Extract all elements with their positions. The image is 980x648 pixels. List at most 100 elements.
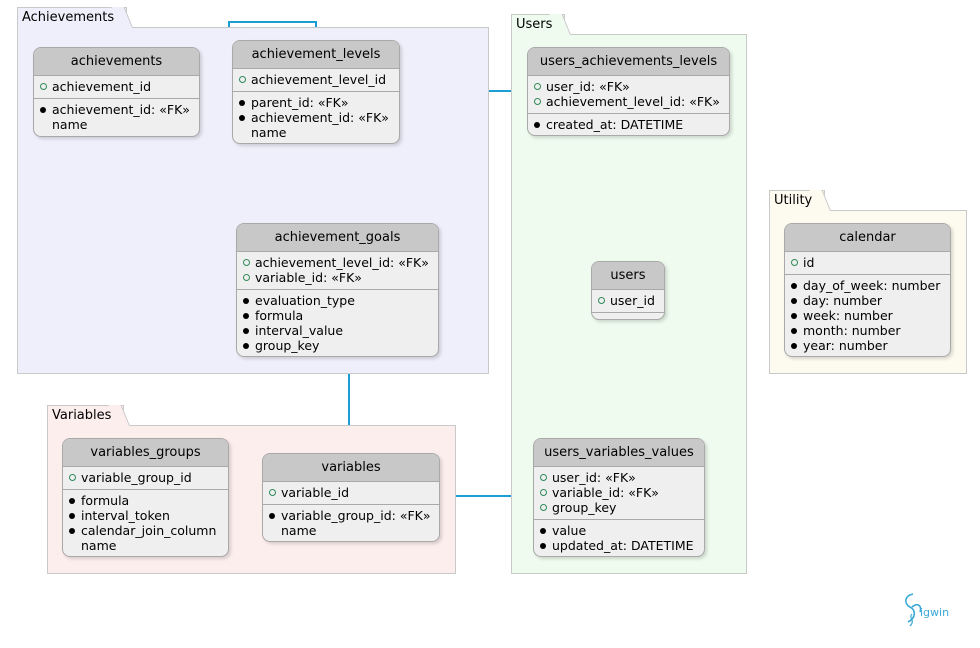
field-text: achievement_id: «FK» — [251, 110, 389, 125]
entity-title: variables_groups — [63, 439, 228, 467]
key-section: variable_group_id — [63, 467, 228, 489]
field-text: id — [803, 255, 815, 270]
attribute-field: created_at: DATETIME — [534, 117, 723, 132]
field-text: day_of_week: number — [803, 278, 941, 293]
key-field: variable_id: «FK» — [540, 485, 698, 500]
field-text: variable_id: «FK» — [255, 270, 362, 285]
key-section: user_id: «FK»achievement_level_id: «FK» — [528, 76, 729, 113]
attribute-field: month: number — [791, 323, 944, 338]
field-text: formula — [255, 308, 304, 323]
key-field: group_key — [540, 500, 698, 515]
key-marker-icon — [40, 83, 52, 90]
key-marker-icon — [540, 474, 552, 481]
key-field: user_id — [598, 293, 658, 308]
required-marker-icon — [243, 312, 255, 319]
field-text: achievement_level_id: «FK» — [255, 255, 429, 270]
field-text: name — [281, 523, 317, 538]
field-text: interval_token — [81, 508, 170, 523]
required-marker-icon — [791, 312, 803, 319]
field-text: variable_group_id: «FK» — [281, 508, 431, 523]
required-marker-icon — [791, 282, 803, 289]
logo-text: igwin — [920, 606, 949, 619]
attribute-field: achievement_id: «FK» — [40, 102, 193, 117]
field-text: month: number — [803, 323, 901, 338]
required-marker-icon — [69, 512, 81, 519]
attribute-field: group_key — [243, 338, 432, 353]
field-text: user_id: «FK» — [546, 79, 630, 94]
required-marker-icon — [791, 327, 803, 334]
attribute-field: achievement_id: «FK» — [239, 110, 393, 125]
attribute-field: evaluation_type — [243, 293, 432, 308]
required-marker-icon — [540, 542, 552, 549]
field-text: variable_group_id — [81, 470, 192, 485]
entity-title: users_variables_values — [534, 439, 704, 467]
attribute-field: name — [269, 523, 433, 538]
attribute-section: parent_id: «FK»achievement_id: «FK»name — [233, 91, 399, 143]
attribute-field: week: number — [791, 308, 944, 323]
field-text: name — [251, 125, 287, 140]
field-text: variable_id — [281, 485, 350, 500]
entity-title: achievement_goals — [237, 224, 438, 252]
package-label: Achievements — [17, 7, 128, 28]
key-marker-icon — [239, 76, 251, 83]
field-text: user_id: «FK» — [552, 470, 636, 485]
sigwin-logo: igwin — [905, 593, 949, 627]
field-text: variable_id: «FK» — [552, 485, 659, 500]
key-section: achievement_level_id: «FK»variable_id: «… — [237, 252, 438, 289]
entity-title: calendar — [785, 224, 950, 252]
field-text: updated_at: DATETIME — [552, 538, 694, 553]
entity-title: variables — [263, 454, 439, 482]
entity-achievements[interactable]: achievements achievement_id achievement_id… — [33, 47, 200, 137]
attribute-field: parent_id: «FK» — [239, 95, 393, 110]
required-marker-icon — [69, 497, 81, 504]
key-marker-icon — [540, 504, 552, 511]
key-field: variable_id: «FK» — [243, 270, 432, 285]
key-marker-icon — [791, 259, 803, 266]
key-section: id — [785, 252, 950, 274]
key-section: variable_id — [263, 482, 439, 504]
key-field: variable_group_id — [69, 470, 222, 485]
key-field: variable_id — [269, 485, 433, 500]
entity-title: users_achievements_levels — [528, 48, 729, 76]
attribute-field: calendar_join_column — [69, 523, 222, 538]
attribute-section — [592, 312, 664, 319]
key-marker-icon — [69, 474, 81, 481]
key-marker-icon — [243, 274, 255, 281]
key-section: achievement_level_id — [233, 69, 399, 91]
key-section: user_id: «FK»variable_id: «FK»group_key — [534, 467, 704, 519]
package-label: Users — [511, 14, 566, 35]
key-marker-icon — [540, 489, 552, 496]
field-text: achievement_level_id — [251, 72, 387, 87]
entity-title: achievements — [34, 48, 199, 76]
attribute-section: variable_group_id: «FK»name — [263, 504, 439, 541]
attribute-field: day: number — [791, 293, 944, 308]
required-marker-icon — [239, 99, 251, 106]
required-marker-icon — [40, 106, 52, 113]
required-marker-icon — [540, 527, 552, 534]
attribute-field: interval_value — [243, 323, 432, 338]
attribute-field: formula — [243, 308, 432, 323]
required-marker-icon — [269, 512, 281, 519]
required-marker-icon — [69, 527, 81, 534]
field-text: week: number — [803, 308, 893, 323]
field-text: name — [52, 117, 88, 132]
entity-title: users — [592, 262, 664, 290]
field-text: achievement_id — [52, 79, 152, 94]
entity-variables[interactable]: variables variable_id variable_group_id: «… — [262, 453, 440, 542]
required-marker-icon — [239, 114, 251, 121]
field-text: evaluation_type — [255, 293, 355, 308]
entity-users[interactable]: users user_id — [591, 261, 665, 320]
attribute-field: interval_token — [69, 508, 222, 523]
required-marker-icon — [243, 297, 255, 304]
package-label: Utility — [769, 190, 826, 211]
key-field: user_id: «FK» — [534, 79, 723, 94]
field-text: value — [552, 523, 587, 538]
